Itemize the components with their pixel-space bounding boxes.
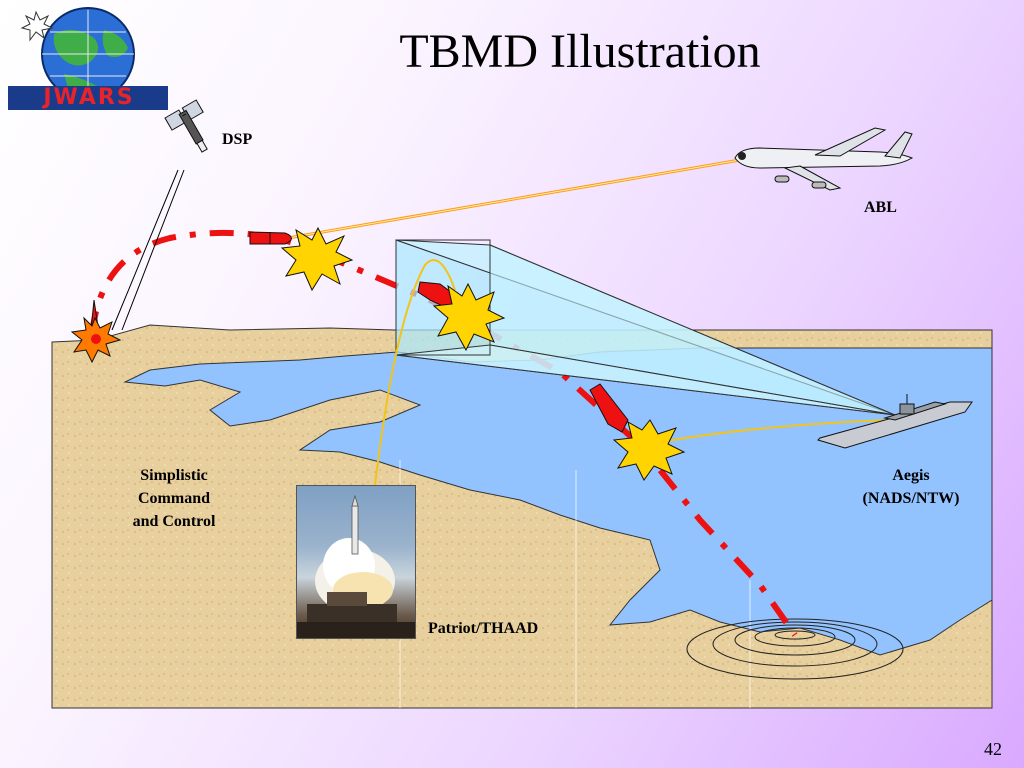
- impact-ripples: [686, 618, 904, 680]
- c2-label-line3: and Control: [132, 513, 216, 530]
- intercept-burst-terminal: [612, 419, 686, 481]
- c2-label-line2: Command: [137, 490, 210, 507]
- c2-label-line1: Simplistic: [140, 467, 208, 484]
- aegis-label: Aegis (NADS/NTW): [836, 464, 986, 510]
- logo-wordmark: JWARS: [43, 85, 135, 110]
- missile-boost-phase: [249, 231, 292, 245]
- abl-aircraft-icon: [734, 127, 914, 191]
- aegis-label-line2: (NADS/NTW): [862, 490, 960, 507]
- jwars-logo: JWARS: [4, 4, 172, 112]
- patriot-launch-photo: [296, 485, 416, 639]
- abl-label: ABL: [864, 199, 897, 216]
- aegis-ship-icon: [817, 394, 973, 449]
- sea-water: [123, 347, 993, 656]
- slide-number: 42: [984, 739, 1002, 759]
- launch-burst: [70, 316, 122, 364]
- missile-terminal: [589, 383, 629, 433]
- dsp-satellite-icon: [164, 99, 208, 153]
- dsp-label: DSP: [222, 131, 253, 148]
- slide-title: TBMD Illustration: [399, 25, 761, 78]
- patriot-thaad-label: Patriot/THAAD: [428, 620, 539, 637]
- intercept-burst-midcourse: [432, 282, 506, 352]
- aegis-radar-cone: [395, 239, 896, 416]
- aegis-label-line1: Aegis: [892, 467, 930, 484]
- command-control-label: Simplistic Command and Control: [108, 464, 240, 533]
- intercept-burst-boost: [280, 226, 354, 292]
